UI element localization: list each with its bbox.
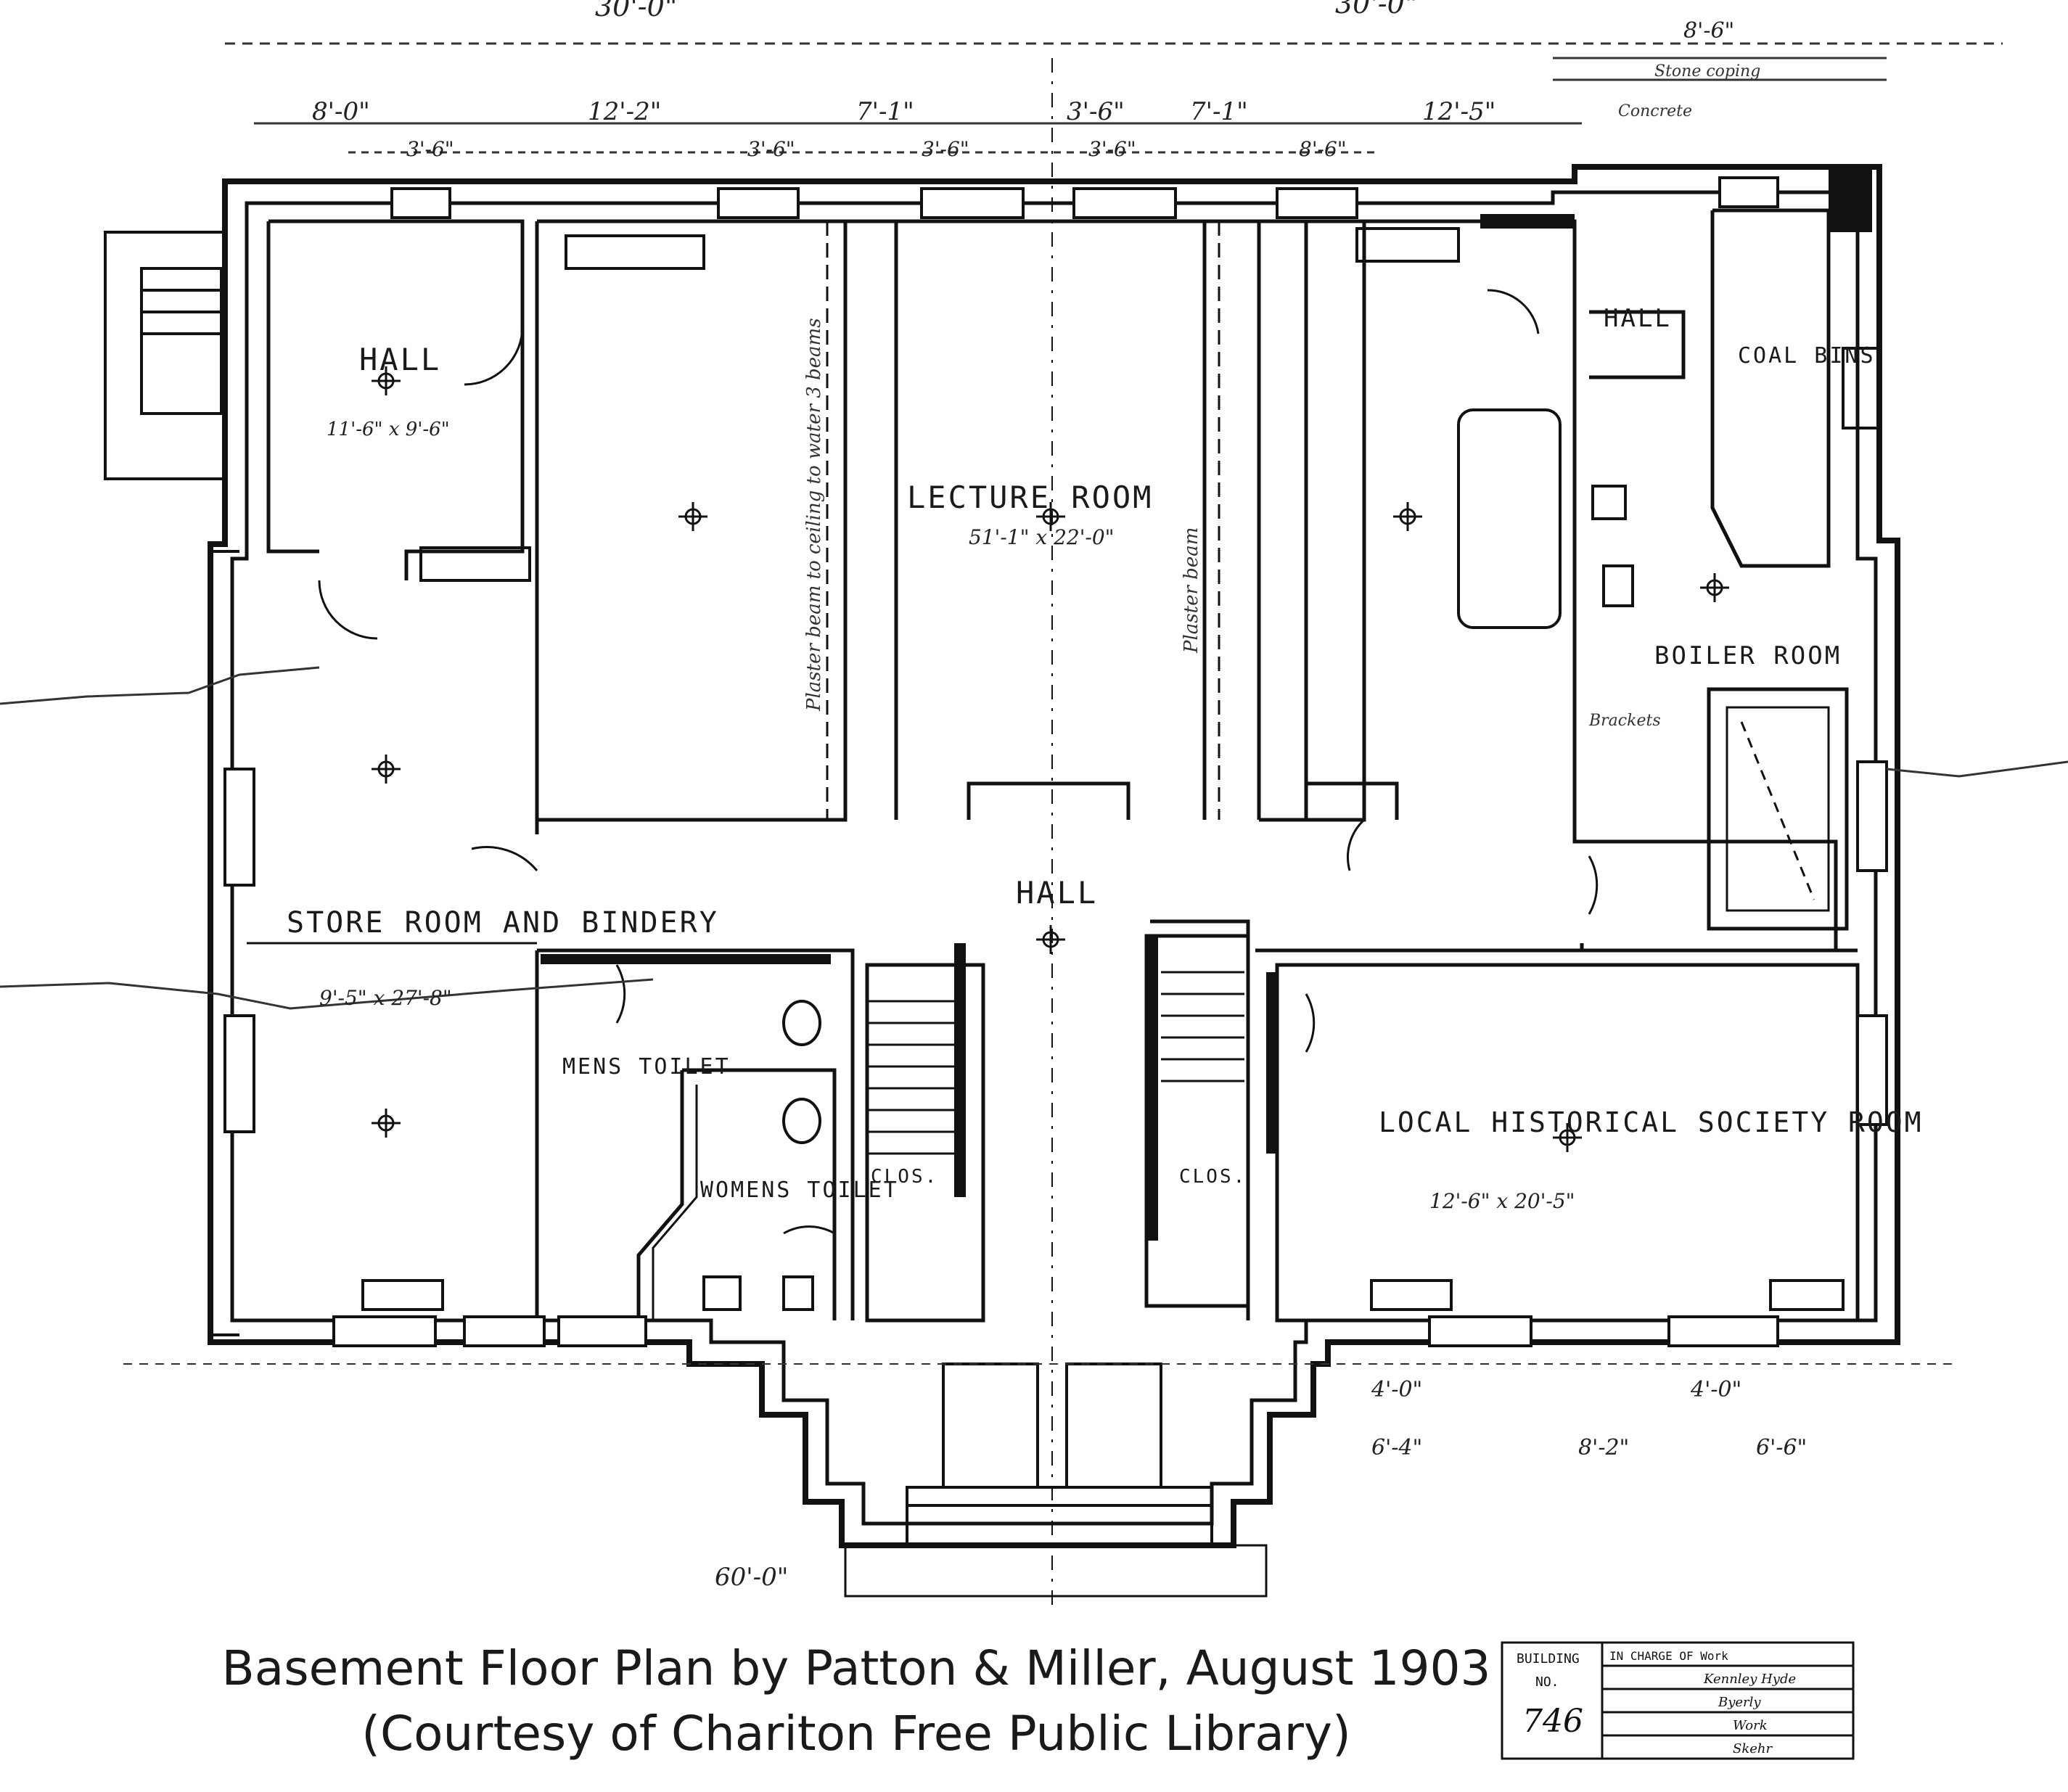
plan-notes: Plaster beam to ceiling to water 3 beams… (803, 62, 1760, 730)
dim-g: 8'-6" (1683, 18, 1734, 44)
size-store: 9'-5" x 27'-8" (319, 986, 452, 1010)
title-row5: Skehr (1733, 1741, 1773, 1756)
caption-line-1: Basement Floor Plan by Patton & Miller, … (221, 1640, 1491, 1696)
label-hall-ne: HALL (1604, 304, 1672, 333)
note-beam-left: Plaster beam to ceiling to water 3 beams (803, 318, 825, 712)
dim-i: 3'-6" (747, 137, 795, 161)
windows (223, 176, 1888, 1347)
note-brackets: Brackets (1588, 712, 1661, 730)
dim-bottom-d: 8'-2" (1578, 1435, 1629, 1460)
title-row3: Byerly (1718, 1695, 1761, 1710)
label-historical: LOCAL HISTORICAL SOCIETY ROOM (1379, 1106, 1923, 1138)
dim-a: 8'-0" (312, 97, 370, 126)
exterior-walls (208, 164, 1900, 1548)
title-in-charge: IN CHARGE OF Work (1609, 1649, 1728, 1663)
size-lecture: 51'-1" x 22'-0" (969, 525, 1115, 549)
dim-bottom-a: 4'-0" (1371, 1377, 1422, 1402)
floor-plan: 30'-0" 30'-0" 8'-0" 12'-2" 7'-1" 3'-6" 7… (0, 0, 2068, 1611)
bottom-dimension-text: 60'-0" 4'-0" 4'-0" 6'-4" 8'-2" 6'-6" (123, 1363, 1959, 1592)
dim-c: 7'-1" (856, 97, 914, 126)
label-store: STORE ROOM AND BINDERY (287, 906, 719, 940)
west-areaway (104, 231, 226, 480)
dim-k: 3'-6" (1088, 137, 1136, 161)
label-boiler: BOILER ROOM (1654, 641, 1842, 670)
title-number: 746 (1522, 1703, 1583, 1740)
dim-bottom-total: 60'-0" (715, 1563, 788, 1592)
interior-walls (247, 58, 1860, 1611)
dim-top-left: 30'-0" (595, 0, 677, 22)
fixtures (361, 227, 1881, 1311)
label-hall-center: HALL (1016, 875, 1098, 911)
note-beam-right: Plaster beam (1181, 527, 1202, 654)
label-lecture: LECTURE ROOM (907, 480, 1153, 515)
title-row2: Kennley Hyde (1703, 1672, 1796, 1687)
label-hall-nw: HALL (359, 342, 441, 377)
light-markers (372, 366, 1729, 1152)
label-coal: COAL BINS (1738, 343, 1876, 369)
title-block: BUILDING NO. 746 IN CHARGE OF Work Kennl… (1501, 1641, 1855, 1761)
title-no-label: NO. (1535, 1674, 1559, 1690)
paper-cracks (0, 666, 2068, 1010)
dim-bottom-e: 6'-6" (1756, 1435, 1807, 1460)
dim-e: 7'-1" (1190, 97, 1248, 126)
door-swings (318, 289, 1599, 1235)
dim-d: 3'-6" (1067, 97, 1125, 126)
title-building-label: BUILDING (1517, 1651, 1580, 1666)
label-clos-right: CLOS. (1179, 1166, 1247, 1188)
dim-b: 12'-2" (588, 97, 661, 126)
label-clos-left: CLOS. (871, 1166, 938, 1188)
dim-j: 3'-6" (922, 137, 969, 161)
size-hall-nw: 11'-6" x 9'-6" (327, 419, 450, 440)
title-row4: Work (1733, 1718, 1768, 1733)
label-womens: WOMENS TOILET (700, 1177, 899, 1203)
dim-h: 3'-6" (406, 137, 454, 161)
size-historical: 12'-6" x 20'-5" (1429, 1189, 1575, 1213)
entry-steps (844, 1363, 1268, 1598)
dim-bottom-c: 6'-4" (1371, 1435, 1422, 1460)
solid-walls (541, 167, 1872, 1241)
caption: Basement Floor Plan by Patton & Miller, … (167, 1636, 1546, 1767)
caption-line-2: (Courtesy of Chariton Free Public Librar… (361, 1706, 1351, 1762)
top-dimension-text: 30'-0" 30'-0" 8'-0" 12'-2" 7'-1" 3'-6" 7… (312, 0, 1734, 161)
note-coping: Stone coping (1654, 62, 1760, 81)
label-mens: MENS TOILET (562, 1054, 731, 1080)
note-concrete: Concrete (1618, 102, 1692, 120)
room-labels: HALL 11'-6" x 9'-6" LECTURE ROOM 51'-1" … (287, 304, 1923, 1213)
dim-l: 8'-6" (1299, 137, 1347, 161)
dim-bottom-b: 4'-0" (1690, 1377, 1741, 1402)
dim-top-right: 30'-0" (1335, 0, 1417, 20)
top-dimension-lines (225, 42, 2003, 154)
dim-f: 12'-5" (1422, 97, 1495, 126)
